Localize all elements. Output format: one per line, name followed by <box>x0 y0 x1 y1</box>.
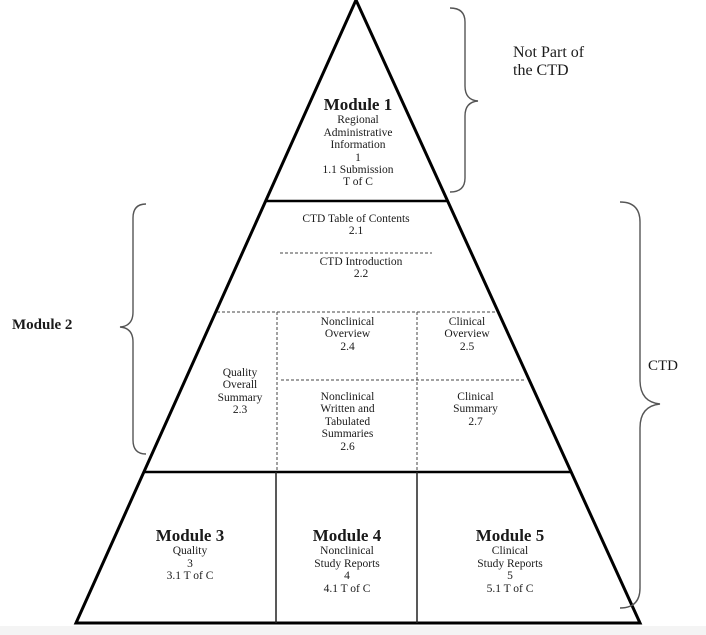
module4-label: Module 4 Nonclinical Study Reports 4 4.1… <box>282 526 412 595</box>
module3-line: 3 <box>187 557 193 570</box>
qos-line: Quality <box>222 367 258 379</box>
module4-line: 4 <box>344 570 350 583</box>
module3-label: Module 3 Quality 3 3.1 T of C <box>130 526 250 583</box>
not-part-line: the CTD <box>513 61 569 79</box>
not-part-of-ctd-label: Not Part of the CTD <box>513 44 584 79</box>
ctd-intro-text: CTD Introduction <box>319 256 403 268</box>
module1-line: 1.1 Submission <box>322 163 394 176</box>
cs-line: Summary <box>453 403 498 416</box>
nco-line: Nonclinical <box>320 316 375 328</box>
co-line: Overview <box>444 328 490 341</box>
ctd-brace <box>619 201 661 609</box>
ctd-intro-number: 2.2 <box>353 268 369 281</box>
module1-line: Regional <box>337 114 379 127</box>
ncs-line: Summaries <box>321 428 374 441</box>
module1-line: 1 <box>355 151 361 164</box>
ncs-line: 2.6 <box>340 440 355 453</box>
module3-line: Quality <box>172 545 208 558</box>
clinical-summary-label: Clinical Summary 2.7 <box>418 391 533 428</box>
module5-line: Clinical <box>491 545 529 558</box>
module5-label: Module 5 Clinical Study Reports 5 5.1 T … <box>440 526 580 595</box>
module4-title: Module 4 <box>312 526 382 545</box>
module4-line: Nonclinical <box>320 545 374 558</box>
module1-line: Administrative <box>323 126 393 139</box>
nonclinical-overview-label: Nonclinical Overview 2.4 <box>280 316 415 353</box>
ctd-toc-label: CTD Table of Contents 2.1 <box>266 213 446 238</box>
ncs-line: Written and <box>320 403 375 416</box>
co-line: Clinical <box>448 316 486 328</box>
cs-line: 2.7 <box>468 415 483 428</box>
module5-title: Module 5 <box>475 526 545 545</box>
qos-line: Overall <box>222 379 258 392</box>
ctd-toc-text: CTD Table of Contents <box>302 213 410 225</box>
module2-side-label: Module 2 <box>12 317 73 333</box>
qos-line: Summary <box>217 391 263 404</box>
qos-line: 2.3 <box>232 404 248 417</box>
ncs-line: Tabulated <box>324 415 371 428</box>
co-line: 2.5 <box>459 340 475 353</box>
module4-line: 4.1 T of C <box>323 582 371 595</box>
module5-line: 5.1 T of C <box>486 582 534 595</box>
clinical-overview-label: Clinical Overview 2.5 <box>418 316 516 353</box>
module3-title: Module 3 <box>155 526 225 545</box>
quality-overall-summary-label: Quality Overall Summary 2.3 <box>205 367 275 417</box>
bottom-margin <box>0 626 706 635</box>
module1-line: T of C <box>343 176 373 189</box>
ctd-toc-number: 2.1 <box>348 225 364 238</box>
nco-line: 2.4 <box>340 340 355 353</box>
ncs-line: Nonclinical <box>320 391 375 403</box>
not-part-brace <box>449 7 479 193</box>
module4-line: Study Reports <box>314 557 380 570</box>
module5-line: 5 <box>507 570 513 583</box>
module1-title: Module 1 <box>323 95 393 114</box>
not-part-line: Not Part of <box>513 44 585 61</box>
ctd-side-label: CTD <box>648 358 678 374</box>
ctd-intro-label: CTD Introduction 2.2 <box>276 256 446 281</box>
nonclinical-summaries-label: Nonclinical Written and Tabulated Summar… <box>280 391 415 453</box>
module5-line: Study Reports <box>477 557 543 570</box>
module3-line: 3.1 T of C <box>166 570 214 583</box>
nco-line: Overview <box>324 328 371 341</box>
cs-line: Clinical <box>457 391 494 403</box>
module1-line: Information <box>330 139 386 152</box>
module2-brace <box>119 203 147 455</box>
module1-label: Module 1 Regional Administrative Informa… <box>296 95 420 189</box>
